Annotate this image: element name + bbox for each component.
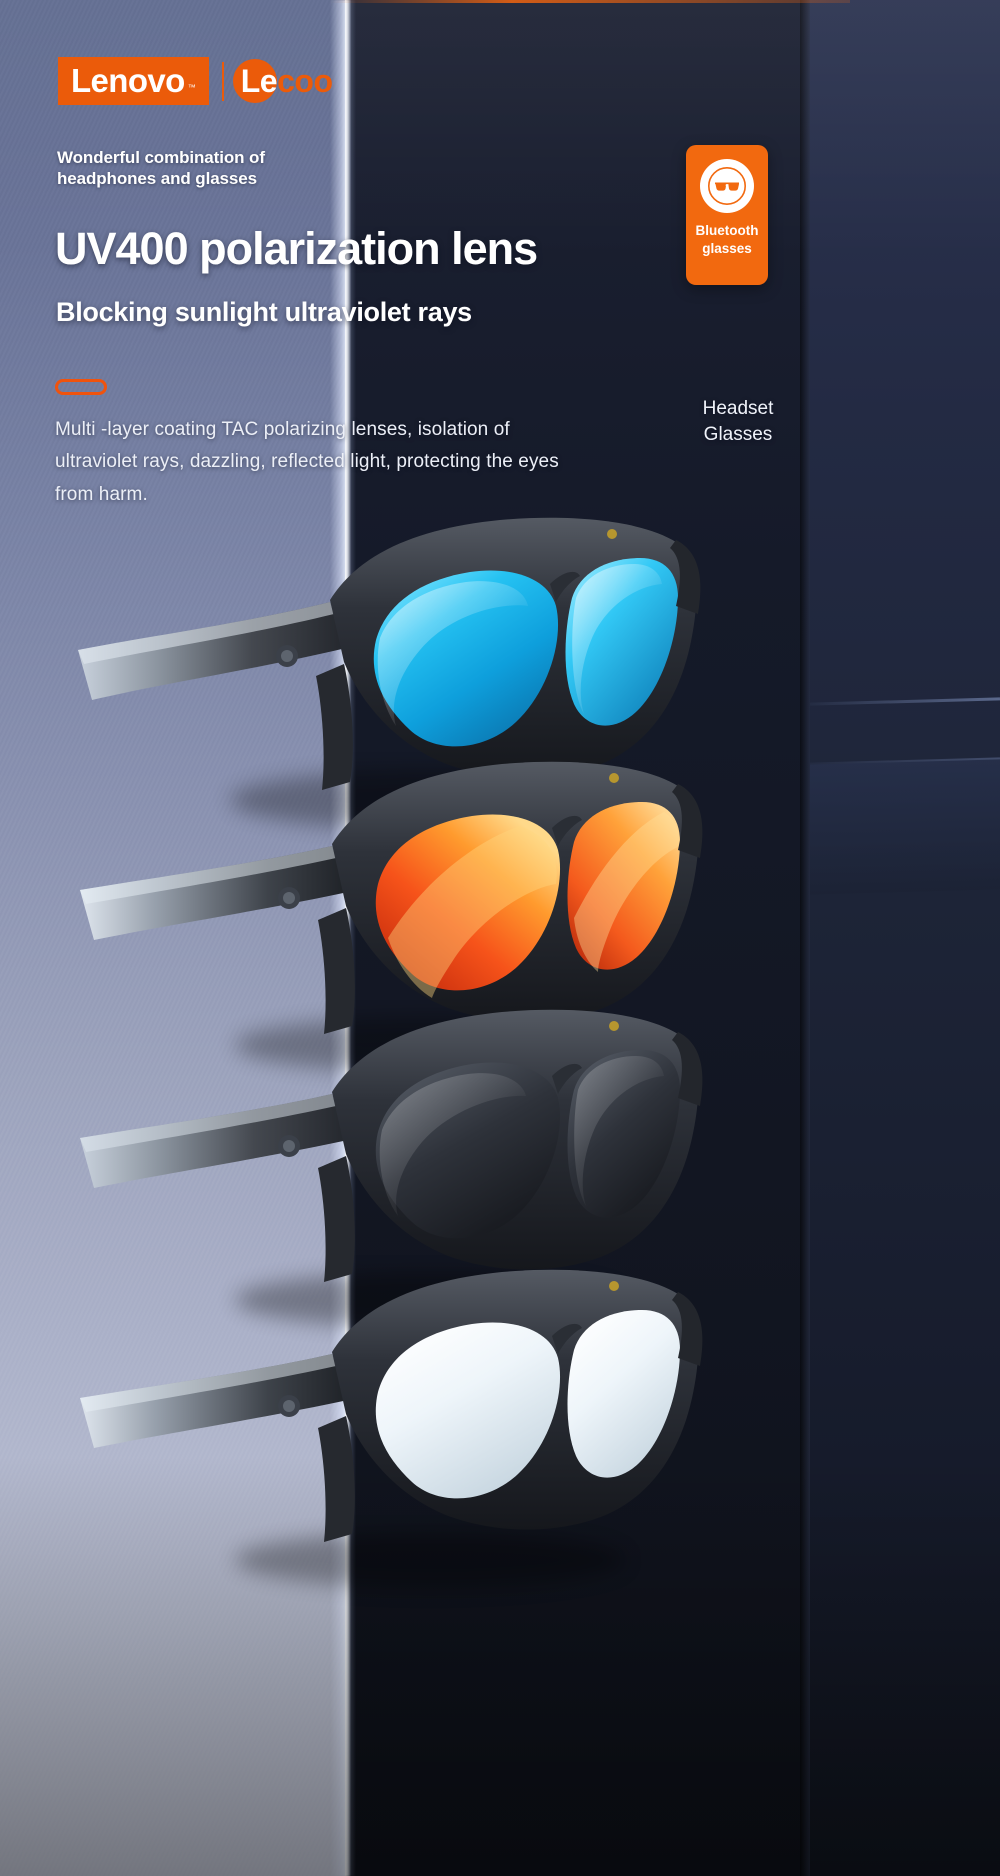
logo-divider	[221, 61, 224, 101]
hero-subheading: Blocking sunlight ultraviolet rays	[56, 297, 472, 327]
hero-body-copy: Multi -layer coating TAC polarizing lens…	[55, 419, 559, 505]
lenovo-wordmark: Lenovo	[71, 62, 185, 99]
sunglasses-icon	[700, 159, 754, 213]
badge-label: Bluetooth glasses	[695, 223, 759, 256]
brand-logo-row: Lenovo ™ Le coo	[58, 57, 333, 105]
bluetooth-glasses-badge: Bluetooth glasses	[686, 145, 768, 285]
background-right-panel	[810, 0, 1000, 1876]
lenovo-logo: Lenovo ™	[58, 57, 209, 105]
lecoo-wordmark-le: Le	[240, 63, 278, 99]
glasses-white	[80, 1269, 703, 1588]
vignette-top	[0, 0, 1000, 260]
lecoo-circle-icon	[232, 59, 277, 103]
orange-pill-divider	[55, 379, 107, 395]
glasses-orange	[80, 761, 703, 1073]
lecoo-logo: Le coo	[232, 57, 333, 105]
sunglasses-glyph	[707, 166, 747, 206]
hero-tagline: Wonderful combination of headphones and …	[57, 148, 265, 189]
lecoo-wordmark-coo: coo	[277, 63, 333, 99]
top-orange-accent	[330, 0, 850, 3]
headset-glasses-label: Headset Glasses	[702, 398, 774, 445]
glasses-black	[80, 1009, 703, 1328]
background-right-edge	[800, 0, 810, 1876]
hero-headline: UV400 polarization lens	[55, 223, 538, 274]
lenovo-trademark-icon: ™	[187, 83, 196, 92]
